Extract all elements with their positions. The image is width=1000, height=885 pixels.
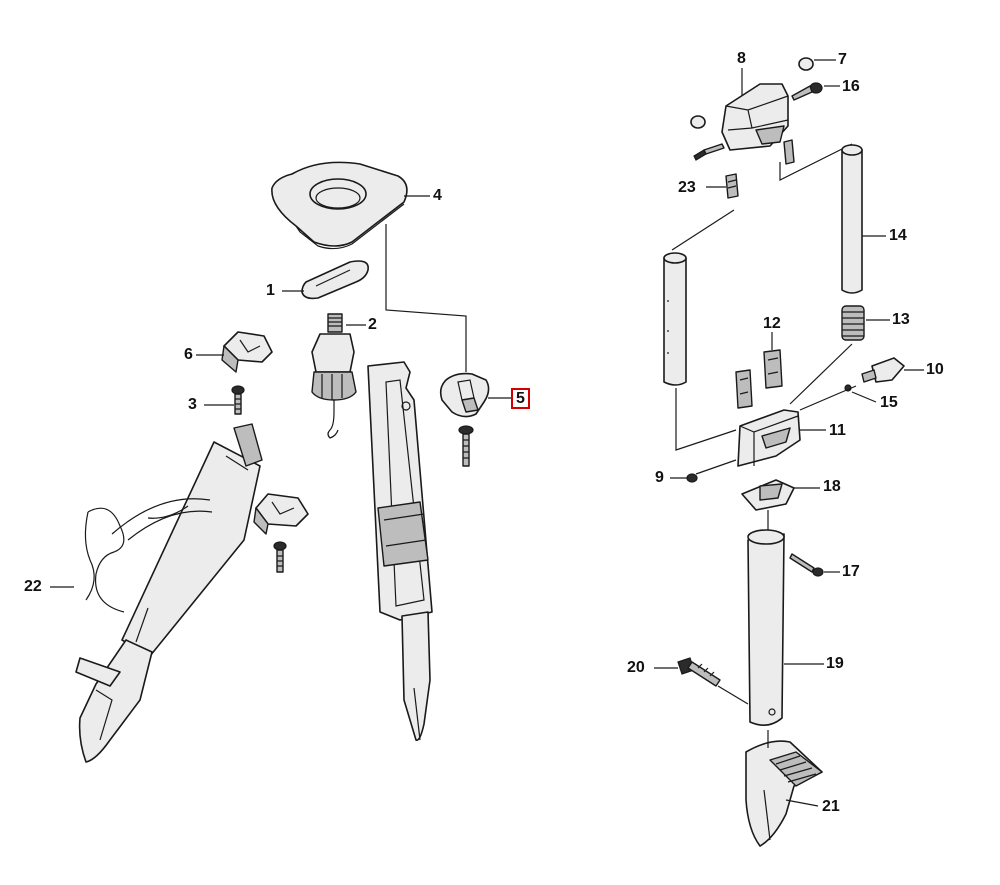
callout-7: 7 (838, 51, 847, 68)
callout-2: 2 (368, 316, 377, 333)
callout-18: 18 (823, 478, 841, 495)
callout-1: 1 (266, 282, 275, 299)
callout-3: 3 (188, 396, 197, 413)
callout-12: 12 (763, 315, 781, 332)
lower-clamp (253, 493, 309, 573)
part-17-screw (789, 553, 824, 577)
part-8-head-block (721, 83, 789, 151)
callout-23: 23 (678, 179, 696, 196)
part-5-screw (458, 425, 474, 467)
part-18-bracket (741, 479, 795, 511)
part-23-clip (725, 139, 795, 199)
callout-16: 16 (842, 78, 860, 95)
part-11-block (737, 409, 801, 467)
callout-8: 8 (737, 50, 746, 67)
center-leg (367, 361, 433, 741)
callout-15: 15 (880, 394, 898, 411)
part-14-tube (841, 144, 863, 294)
part-22-leg-assembly (75, 423, 263, 763)
callout-19: 19 (826, 655, 844, 672)
callout-9: 9 (655, 469, 664, 486)
callout-13: 13 (892, 311, 910, 328)
part-1-washer (301, 260, 369, 300)
callout-20: 20 (627, 659, 645, 676)
part-3-screw (231, 385, 245, 415)
callout-6: 6 (184, 346, 193, 363)
part-20-bolt (677, 657, 721, 687)
callout-4: 4 (433, 187, 442, 204)
part-10-wing-knob (861, 357, 905, 383)
part-16-screw (693, 82, 823, 161)
callout-22: 22 (24, 578, 42, 595)
part-2-adjuster-hook (311, 313, 357, 439)
callout-11: 11 (829, 422, 846, 439)
part-19-lower-tube (747, 529, 785, 726)
callout-21: 21 (822, 798, 840, 815)
callout-5-highlighted: 5 (511, 388, 530, 409)
part-9-screw (686, 473, 698, 483)
part-13-spring (841, 305, 865, 341)
callout-14: 14 (889, 227, 907, 244)
part-7-pin (690, 57, 814, 129)
part-21-foot (745, 740, 823, 847)
part-5-bracket (439, 372, 490, 418)
part-6-clamp (221, 331, 273, 373)
part-4-top-cap (271, 161, 408, 250)
callout-17: 17 (842, 563, 860, 580)
left-upper-tube (663, 252, 687, 386)
callout-10: 10 (926, 361, 944, 378)
part-12-clips (735, 349, 783, 409)
